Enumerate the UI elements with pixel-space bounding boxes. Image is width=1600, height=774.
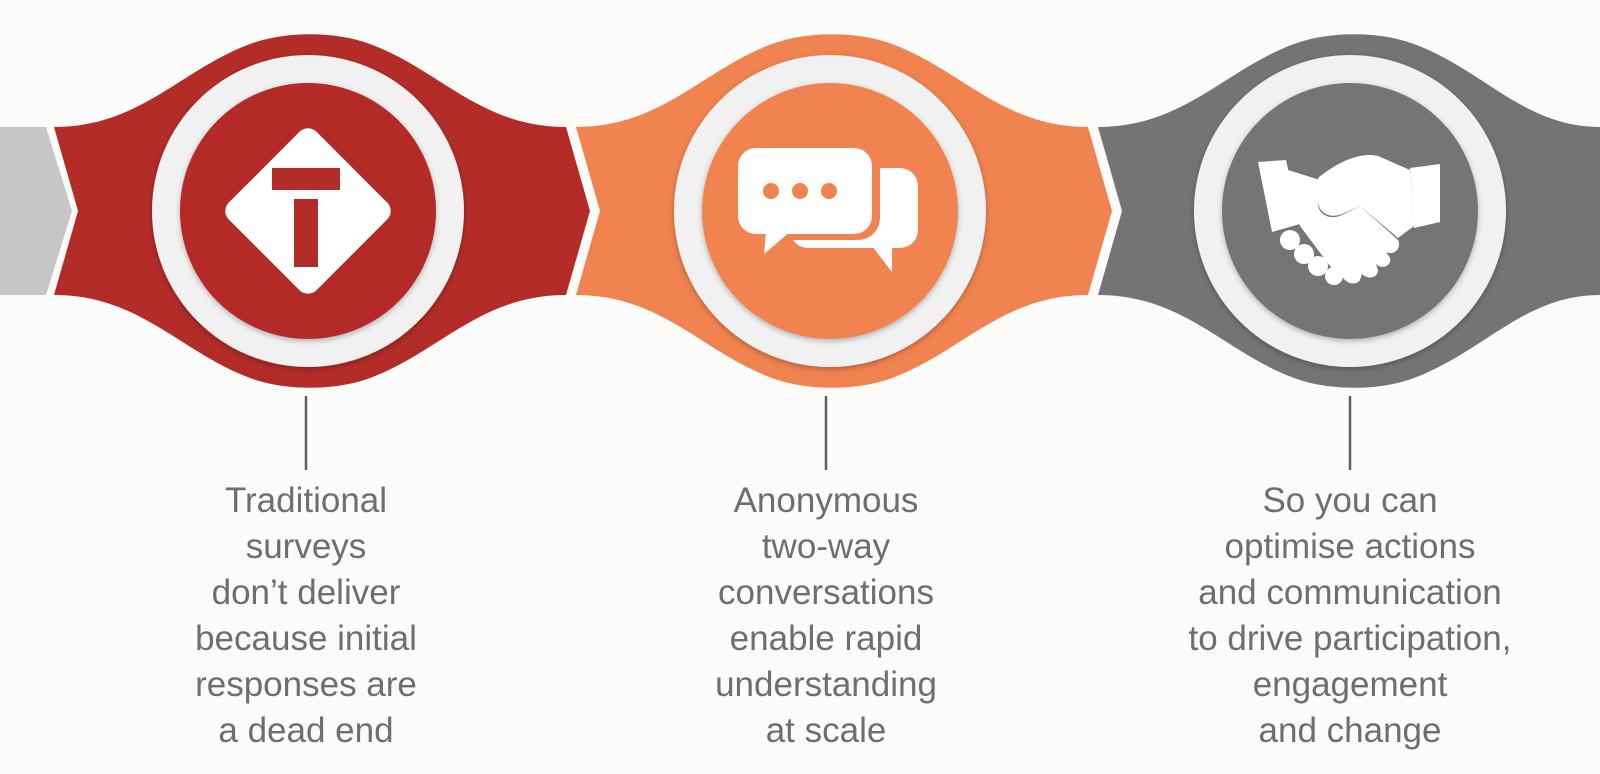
step-3-medallion	[1194, 55, 1506, 367]
chat-bubbles-icon	[730, 140, 918, 272]
caption-line: to drive participation,	[1188, 619, 1512, 658]
caption-line: at scale	[765, 711, 887, 750]
handshake-icon	[1258, 154, 1440, 285]
caption-line: two-way	[761, 527, 891, 566]
caption-line: surveys	[245, 527, 367, 566]
road-sign-t-junction-icon	[225, 128, 391, 294]
caption-line: Traditional	[224, 481, 388, 520]
caption-line: because initial	[195, 619, 417, 658]
caption-line: responses are	[195, 665, 417, 704]
step-1-medallion	[152, 55, 464, 367]
caption-line: understanding	[715, 665, 937, 704]
step-2-medallion	[674, 55, 986, 367]
step-2-caption: Anonymous two-way conversations enable r…	[616, 478, 1036, 754]
caption-line: optimise actions	[1224, 527, 1476, 566]
start-band	[0, 127, 72, 295]
caption-line: engagement	[1252, 665, 1448, 704]
caption-line: don’t deliver	[211, 573, 401, 612]
caption-line: and change	[1258, 711, 1442, 750]
caption-line: and communication	[1198, 573, 1502, 612]
caption-line: So you can	[1262, 481, 1438, 520]
caption-line: enable rapid	[729, 619, 923, 658]
caption-line: conversations	[718, 573, 934, 612]
caption-line: Anonymous	[733, 481, 919, 520]
step-3-caption: So you can optimise actions and communic…	[1140, 478, 1560, 754]
step-1-caption: Traditional surveys don’t deliver becaus…	[96, 478, 516, 754]
caption-line: a dead end	[218, 711, 394, 750]
